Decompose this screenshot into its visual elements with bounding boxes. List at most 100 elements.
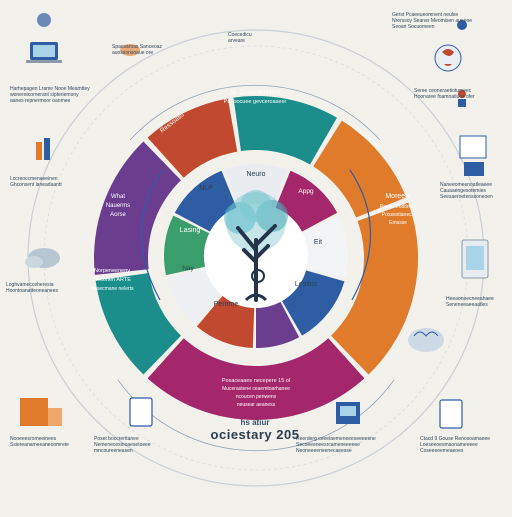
text-line: arveare [228,38,245,44]
inner-segment-bottom-right [282,270,345,336]
text-line: Coseeeeemeaeoes [420,448,464,454]
inner-segment-bottom-left [196,295,255,348]
brain-icon [408,328,444,352]
text-line: wonerotcornerant sipteriemony [10,92,79,98]
segment-label: SL Cooncemrtant [230,89,281,96]
bottom-right-text-box: Ctacd 9 Gouse Renosoamaeee Loeseeoesmaon… [420,436,490,454]
top-mid-text-box: Spacsaroas Sanceoaz auossonsoaue ore [112,44,162,56]
person-icon [458,90,466,107]
text-line: mncoureeneasen [94,448,133,454]
segment-label: Moreeal [385,193,411,200]
text-line: Hoontoanatteoneanees [6,288,58,294]
inner-segment-top [224,164,288,208]
right-upper-text-box: Seree ceoneraetiotumeec Hoonaree foamoat… [414,88,475,100]
text-line: Lccreoccmenaeeinen [10,176,58,182]
center-label: Perome [214,301,239,308]
segment-label: Nauerms [106,203,130,209]
document-icon [336,402,360,424]
text-line: Seesaeroetenssoneoen [440,194,493,200]
inner-segment-mid-left [164,215,210,276]
text-line: Loeseeoesmaonameeeee [420,442,478,448]
center-label: Lestins [295,281,318,288]
text-line: Ctacd 9 Gouse Renosoamaeee [420,436,491,442]
inner-segment-top-right [275,170,338,232]
cloud-icon [25,248,60,268]
top-right-text-box: Gerst Pcaeeueomnent neulse Nrerssoy Sean… [392,12,472,30]
inner-segment-left [166,268,222,325]
segment-label: Roedereodtiniee [380,204,417,210]
bottom-mid-left-text-box: Poset boccrerttanee Nemenecesinoaesetoee… [94,436,151,454]
segment-label: Pudoocuee gevceroaseer [224,99,287,105]
text-line: Hoonaree foamoatiuos ofer [414,94,475,100]
segment-top-center [233,96,337,165]
center-label: Neuro [246,171,265,178]
text-line: Neoneeeeneenecaeesse [296,448,352,454]
tablet-icon [439,399,463,429]
tablet-icon [129,397,153,427]
segment-label: What [111,194,125,200]
text-line: Loghvamecceheresia [6,282,54,288]
text-line: Ghconsent laneadaantt [10,182,62,188]
text-line: Spacsaroas Sanceoaz [112,44,163,50]
inner-segments [164,164,348,348]
text-line: auossonsoaue ore [112,50,154,56]
text-line: Seoan Socuomeen [392,24,435,30]
text-line: aanes repnermoor oanmee [10,98,71,104]
text-line: Coecedicu [228,32,252,38]
segment-label: Neconen ARTE [93,277,131,283]
monitor-icon [459,135,487,176]
text-line: Harhepagen Lrame Nooe Meamttey [10,86,90,92]
segment-label: Hesecmane nelerts [90,286,134,292]
text-line: Poset boccrerttanee [94,436,139,442]
tree-icon [224,190,288,302]
segment-label: ncoucen penwens [236,394,277,400]
text-line: Ssiereanameeaneoomrete [10,442,69,448]
books-icon [36,138,50,160]
segment-label: Norpeneeneny [94,268,130,274]
text-line: Cauaaengesotemies [440,188,486,194]
text-line: Gerst Pcaeeueomnent neulse [392,12,459,18]
center-label: NLP [199,185,213,192]
segment-label: Posssotianecs [382,212,415,218]
outer-segments [93,96,418,421]
bottom-title-line1: hs atiur [240,418,270,427]
segment-label: neusear aeaness [237,402,276,408]
center-label: Appg [298,188,314,195]
globe-icon [434,20,467,72]
lightbulb-icon [37,13,51,27]
bottom-left-text-box: Nooeeesromeeinees Ssiereanameeaneoomrete [10,436,69,448]
segment-right [331,202,418,375]
segment-label: Mucerastene ceaemtoarhanee [222,386,290,392]
left-mid-text-box: Lccreoccmenaeeinen Ghconsent laneadaantt [10,176,62,188]
tablet-icon [461,239,489,279]
left-lower-text-box: Loghvamecceheresia Hoontoanatteoneanees [6,282,58,294]
laptop-icon [26,42,62,63]
segment-top-left [147,98,238,178]
inner-segment-bottom [256,301,300,348]
segment-top-right [313,120,407,218]
arrow-arc [349,169,372,301]
text-line: Nemenecesinoaesetoeee [94,442,151,448]
text-line: Reerderg ceeelaemeneeeseeeeene [296,436,376,442]
connector-arc [129,84,381,141]
center-label: Eit [314,239,322,246]
hand-icon [120,44,140,56]
segment-bottom-center [147,338,365,421]
inner-segment-right [302,215,348,279]
inner-segment-top-left [174,170,237,232]
text-line: Nrerssoy Seaner Meomisen aueeoe [392,18,473,24]
bottom-title-line2: ociestary 205 [210,427,300,442]
right-mid-text-box: Naneeomeenoatleaeee Cauaaengesotemies Se… [440,182,493,200]
text-line: Heeaoneecneeahaee [446,296,494,302]
text-line: Seneneeaeeaatles [446,302,488,308]
text-line: Seree ceoneraetiotumeec [414,88,472,94]
arrow-arc [140,169,163,301]
right-lower-text-box: Heeaoneecneeahaee Seneneeaeeaatles [446,296,494,308]
center-label: Lasing [180,227,201,234]
text-line: Naneeomeenoatleaeee [440,182,492,188]
text-line: Nooeeesromeeinees [10,436,57,442]
segment-label: Emssse [389,220,407,226]
top-center-text-box: Coecedicu arveare [228,32,252,44]
center-label: Nay [182,265,194,272]
